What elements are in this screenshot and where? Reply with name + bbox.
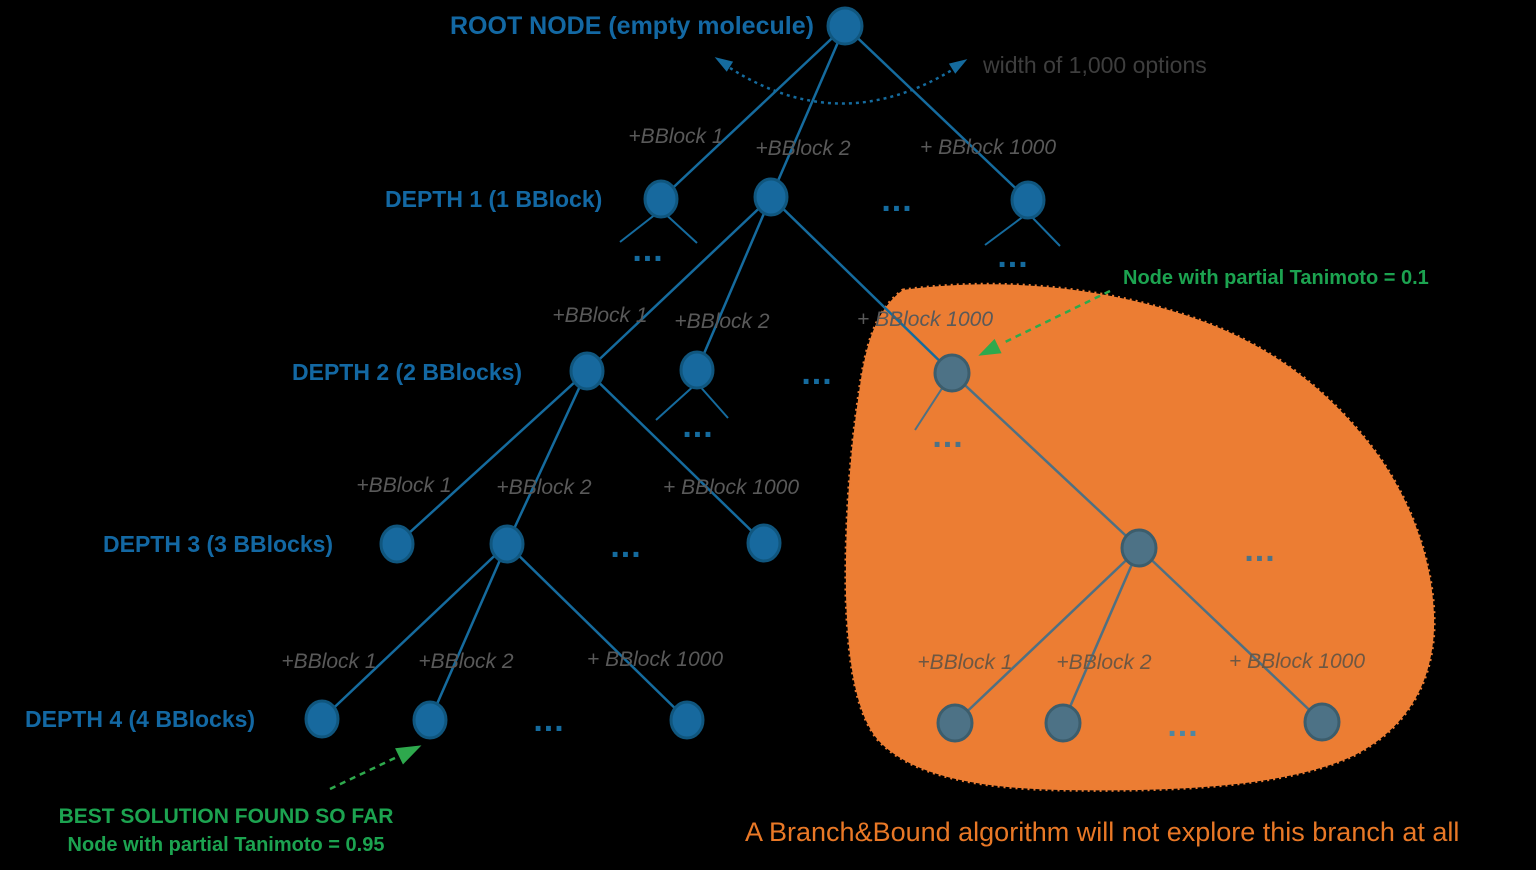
- tree-node: [489, 524, 525, 564]
- ellipsis: ...: [533, 701, 564, 739]
- pruned-edge: [1138, 547, 1323, 723]
- edge-label-bblock2: +BBlock 2: [496, 476, 591, 499]
- ellipsis: ...: [610, 527, 641, 565]
- root-node-label: ROOT NODE (empty molecule): [450, 12, 814, 40]
- edge-label-bblock2: +BBlock 2: [674, 310, 769, 333]
- edge-labels-row4: +BBlock 1 +BBlock 2 + BBlock 1000: [281, 648, 723, 673]
- best-solution-pointer-line: [329, 755, 398, 791]
- edge-label-bblock1: +BBlock 1: [552, 304, 647, 327]
- annotation-low-tanimoto: Node with partial Tanimoto = 0.1: [978, 267, 1429, 356]
- edge-label-bblock1000: + BBlock 1000: [920, 136, 1056, 159]
- depth2-label: DEPTH 2 (2 BBlocks): [292, 359, 522, 385]
- edge-label-bblock1000: + BBlock 1000: [663, 476, 799, 499]
- tree-edge: [770, 196, 953, 374]
- ellipsis: ...: [881, 181, 912, 219]
- pruned-node: [1303, 702, 1341, 742]
- annotation-best-solution: BEST SOLUTION FOUND SO FAR Node with par…: [59, 745, 422, 856]
- edge-label-bblock2: +BBlock 2: [755, 137, 850, 160]
- ellipsis: ...: [682, 407, 713, 445]
- width-arc: [729, 66, 953, 105]
- arrowhead-right-icon: [948, 59, 968, 74]
- edge-labels-row2: +BBlock 1 +BBlock 2 + BBlock 1000: [552, 304, 993, 333]
- pruned-node: [1120, 528, 1158, 568]
- ellipsis-marks: ... ... ... ... ... ... ... ... ... ...: [533, 181, 1275, 744]
- best-solution-node: [412, 700, 448, 740]
- tree-edge: [428, 543, 509, 721]
- tree-node: [1010, 180, 1046, 220]
- tree-edge: [321, 543, 508, 720]
- tree-node: [669, 700, 705, 740]
- tree-node: [643, 179, 679, 219]
- tree-edge: [505, 370, 589, 545]
- tree-edge: [769, 25, 847, 198]
- ellipsis: ...: [632, 231, 663, 269]
- best-solution-title: BEST SOLUTION FOUND SO FAR: [59, 805, 394, 828]
- tree-edge: [695, 196, 773, 371]
- edge-labels-row3: +BBlock 1 +BBlock 2 + BBlock 1000: [356, 474, 799, 499]
- explored-tree-nodes: [304, 6, 1046, 740]
- ellipsis: ...: [801, 354, 832, 392]
- edge-label-bblock2: +BBlock 2: [1056, 651, 1151, 674]
- width-annotation-label: width of 1,000 options: [982, 52, 1207, 78]
- ellipsis: ...: [1244, 531, 1275, 569]
- tree-edge: [696, 382, 729, 419]
- tree-node: [304, 699, 340, 739]
- edge-label-bblock1: +BBlock 1: [628, 125, 723, 148]
- tree-edge: [586, 370, 765, 544]
- edge-label-bblock1000: + BBlock 1000: [857, 308, 993, 331]
- ellipsis: ...: [1167, 706, 1198, 744]
- edge-label-bblock1: +BBlock 1: [917, 651, 1012, 674]
- edge-label-bblock2: +BBlock 2: [418, 650, 513, 673]
- low-tanimoto-pointer-line: [1002, 289, 1111, 345]
- best-solution-detail: Node with partial Tanimoto = 0.95: [68, 834, 385, 856]
- pruned-node: [1044, 703, 1082, 743]
- tree-node: [569, 351, 605, 391]
- best-solution-arrowhead-icon: [395, 745, 422, 765]
- pruned-edge: [954, 547, 1140, 724]
- pruned-subtree-nodes: [933, 353, 1341, 743]
- edge-label-bblock1: +BBlock 1: [281, 650, 376, 673]
- pruned-edge: [1061, 547, 1141, 724]
- edge-labels-row1: +BBlock 1 +BBlock 2 + BBlock 1000: [628, 125, 1056, 160]
- tree-node: [679, 350, 715, 390]
- tree-edge: [586, 196, 772, 372]
- root-node: [826, 6, 864, 46]
- tree-edge: [506, 543, 688, 721]
- width-arc-arrow: [714, 57, 968, 105]
- low-tanimoto-arrowhead-icon: [978, 338, 1002, 356]
- depth3-label: DEPTH 3 (3 BBlocks): [103, 531, 333, 557]
- tree-edge: [984, 212, 1029, 246]
- low-tanimoto-label: Node with partial Tanimoto = 0.1: [1123, 267, 1429, 289]
- tree-node: [746, 523, 782, 563]
- branch-bound-caption: A Branch&Bound algorithm will not explor…: [745, 817, 1459, 847]
- depth1-label: DEPTH 1 (1 BBlock): [385, 186, 602, 212]
- ellipsis: ...: [932, 417, 963, 455]
- tree-node: [753, 177, 789, 217]
- depth4-label: DEPTH 4 (4 BBlocks): [25, 706, 255, 732]
- ellipsis: ...: [997, 237, 1028, 275]
- tree-edge: [655, 382, 698, 421]
- edge-label-bblock1000: + BBlock 1000: [587, 648, 723, 671]
- tree-edge: [844, 25, 1029, 201]
- tree-edge: [660, 25, 846, 200]
- edge-label-bblock1000: + BBlock 1000: [1229, 650, 1365, 673]
- tree-edge: [396, 370, 588, 545]
- arrowhead-left-icon: [714, 57, 734, 72]
- pruned-node-low-tanimoto: [933, 353, 971, 393]
- pruned-node: [936, 703, 974, 743]
- tree-node: [379, 524, 415, 564]
- pruned-edge: [951, 372, 1140, 549]
- edge-label-bblock1: +BBlock 1: [356, 474, 451, 497]
- edge-labels-row4-pruned: +BBlock 1 +BBlock 2 + BBlock 1000: [917, 650, 1365, 674]
